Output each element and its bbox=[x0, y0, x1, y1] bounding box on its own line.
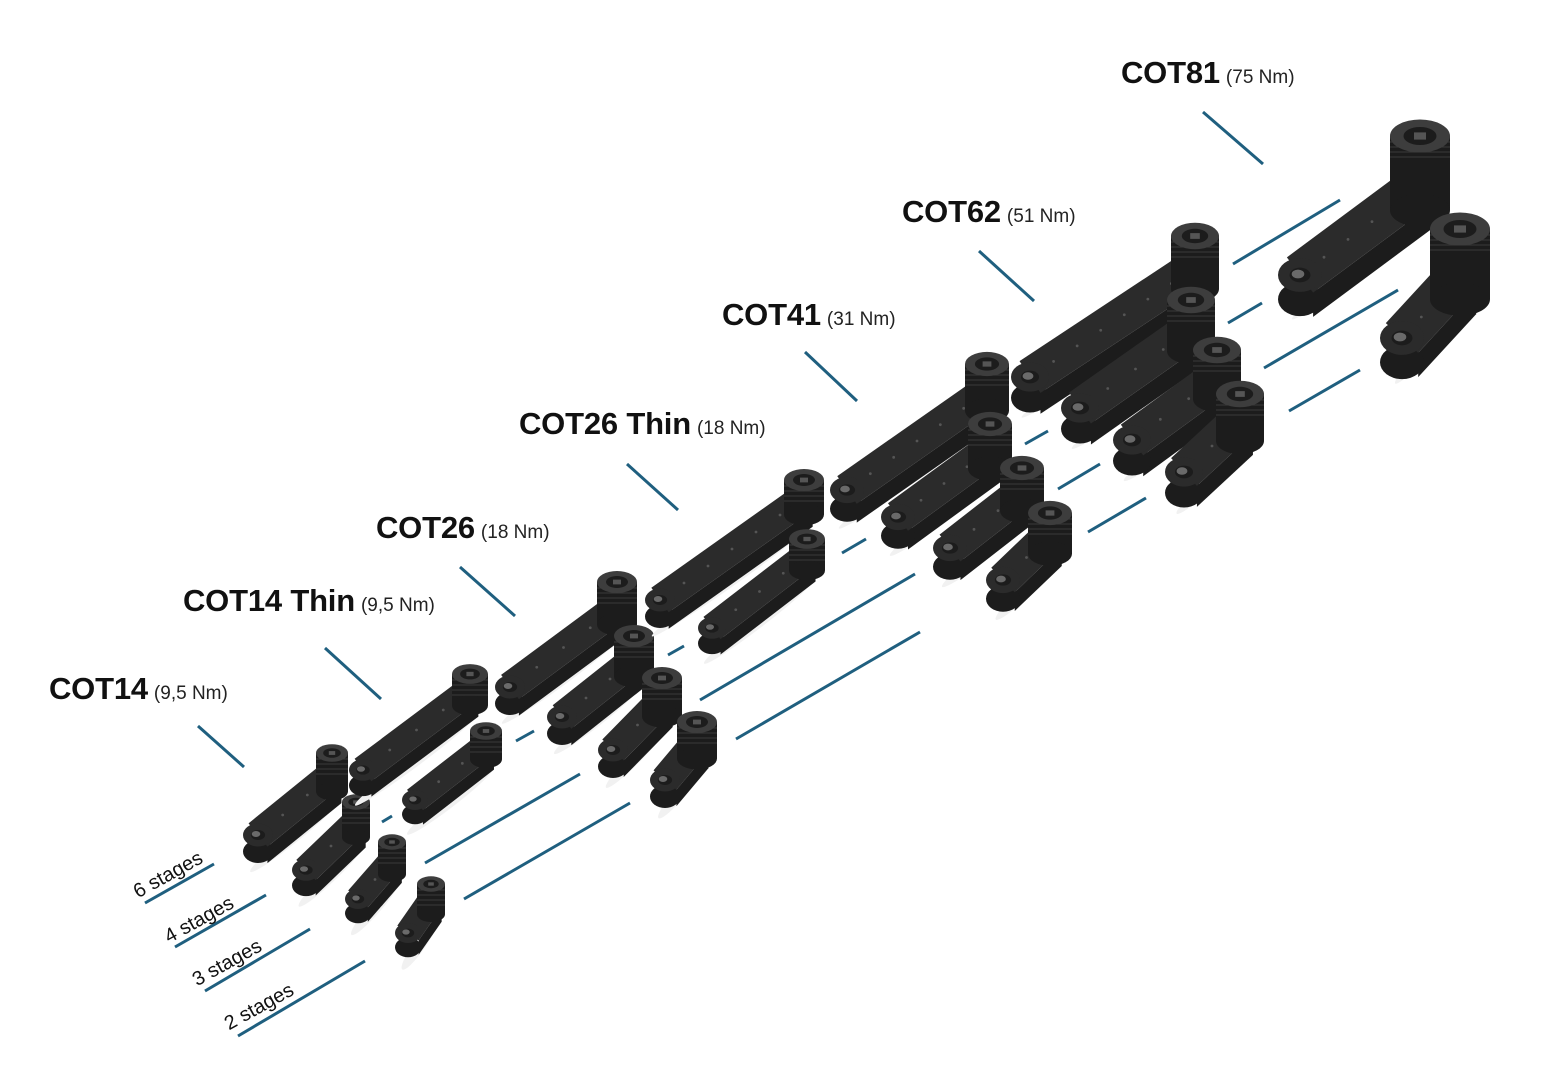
actuator-cot14-3 bbox=[345, 834, 406, 936]
model-torque: (75 Nm) bbox=[1225, 67, 1295, 88]
model-name: COT41 bbox=[722, 297, 821, 332]
stage-row-line bbox=[237, 959, 366, 1038]
model-label-cot41: COT41(31 Nm) bbox=[722, 299, 896, 330]
leader-line bbox=[323, 646, 383, 701]
leader-line bbox=[459, 565, 516, 618]
leader-line bbox=[625, 462, 680, 512]
actuator-cot26-thin-6 bbox=[645, 469, 824, 637]
actuator-cot14-6 bbox=[243, 744, 348, 873]
actuator-cot26-3 bbox=[598, 667, 682, 788]
model-name: COT14 bbox=[49, 671, 148, 706]
model-name: COT26 bbox=[376, 510, 475, 545]
actuator-cot14-2 bbox=[395, 876, 445, 970]
actuator-cot14-thin-4 bbox=[402, 722, 502, 835]
model-name: COT62 bbox=[902, 194, 1001, 229]
stage-row-line bbox=[463, 801, 631, 901]
actuator-cot26-thin-4 bbox=[698, 529, 825, 664]
stage-row-line bbox=[1232, 198, 1341, 266]
stage-row-line bbox=[381, 814, 393, 824]
stage-row-line bbox=[667, 644, 685, 657]
actuator-cot62-4 bbox=[1061, 286, 1215, 449]
stage-row-line bbox=[1024, 429, 1049, 446]
model-label-cot26: COT26(18 Nm) bbox=[376, 512, 550, 543]
model-torque: (9,5 Nm) bbox=[360, 595, 435, 616]
stage-row-line bbox=[204, 927, 311, 993]
model-label-cot14: COT14(9,5 Nm) bbox=[49, 673, 228, 704]
actuator-cot81-4 bbox=[1380, 212, 1490, 384]
stage-row-line bbox=[1288, 368, 1361, 413]
stage-row-line bbox=[174, 893, 267, 949]
model-torque: (18 Nm) bbox=[480, 522, 550, 543]
model-label-cot14-thin: COT14 Thin(9,5 Nm) bbox=[183, 585, 435, 616]
stage-row-line bbox=[424, 772, 581, 865]
stage-row-line bbox=[515, 729, 535, 743]
actuator-cot62-3 bbox=[1113, 336, 1241, 482]
stage-row-line bbox=[699, 572, 916, 702]
leader-line bbox=[197, 724, 245, 769]
model-torque: (31 Nm) bbox=[826, 309, 896, 330]
actuator-cot62-2 bbox=[1165, 380, 1264, 514]
actuator-cot81-6 bbox=[1278, 119, 1450, 320]
actuator-cot41-2 bbox=[986, 500, 1072, 620]
stage-row-line bbox=[1227, 301, 1263, 325]
model-name: COT81 bbox=[1121, 55, 1220, 90]
stage-row-line bbox=[735, 630, 921, 741]
leader-line bbox=[977, 249, 1036, 303]
actuator-cot26-6 bbox=[495, 571, 637, 724]
stage-row-line bbox=[1263, 288, 1399, 370]
model-torque: (51 Nm) bbox=[1006, 206, 1076, 227]
model-label-cot81: COT81(75 Nm) bbox=[1121, 57, 1295, 88]
model-name: COT26 Thin bbox=[519, 406, 691, 441]
model-name: COT14 Thin bbox=[183, 583, 355, 618]
actuator-cot26-2 bbox=[650, 711, 717, 819]
model-torque: (9,5 Nm) bbox=[153, 683, 228, 704]
model-label-cot26-thin: COT26 Thin(18 Nm) bbox=[519, 408, 766, 439]
leader-line bbox=[1202, 110, 1264, 166]
stage-row-line bbox=[1087, 496, 1147, 534]
stage-row-line bbox=[144, 862, 215, 905]
leader-line bbox=[803, 350, 859, 403]
stage-row-line bbox=[1057, 462, 1101, 491]
model-torque: (18 Nm) bbox=[696, 418, 766, 439]
actuator-cot41-6 bbox=[830, 351, 1009, 529]
model-label-cot62: COT62(51 Nm) bbox=[902, 196, 1076, 227]
actuator-cot26-4 bbox=[547, 625, 654, 755]
stage-row-line bbox=[841, 537, 867, 555]
actuator-cot14-thin-6 bbox=[349, 664, 488, 806]
